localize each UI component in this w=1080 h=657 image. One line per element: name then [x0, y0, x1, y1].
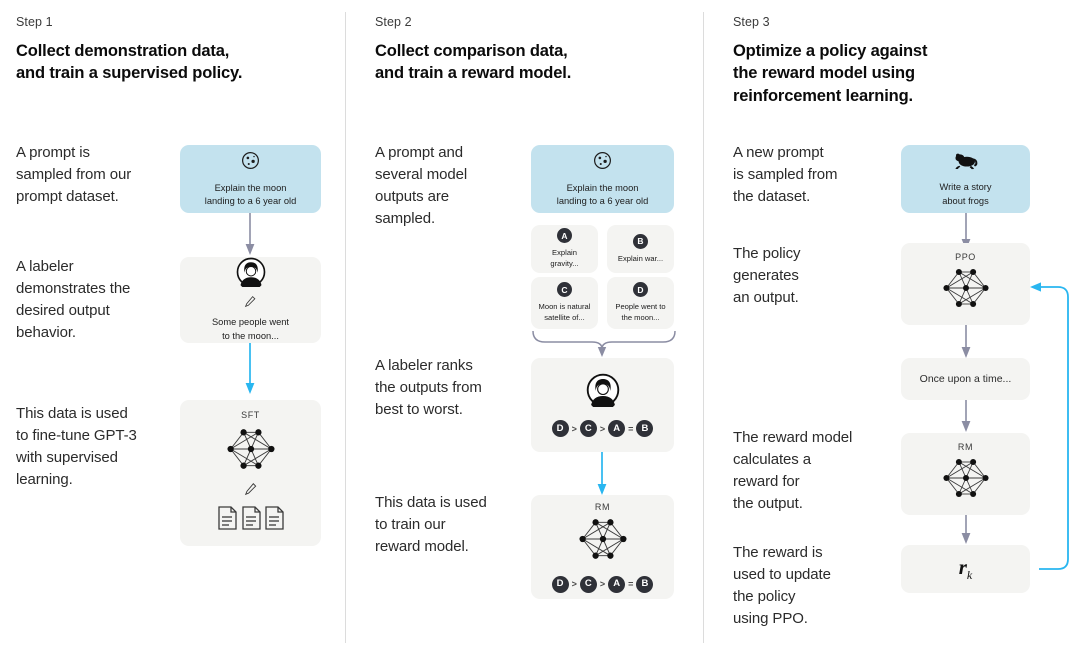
rank-badge-1: D — [551, 420, 569, 437]
rank-badge-2: C — [579, 420, 597, 437]
step-1-arrow-1 — [243, 213, 257, 261]
step-1-sft-title: SFT — [241, 410, 260, 420]
rank-badge-3: A — [608, 420, 626, 437]
neural-net-icon — [575, 514, 631, 569]
step-1-arrow-2 — [243, 343, 257, 400]
step-3-rm-card[interactable]: RM — [901, 433, 1030, 515]
step-2-output-caption-d: People went to the moon... — [615, 302, 666, 322]
step-1-column: Step 1 Collect demonstration data, and t… — [0, 0, 345, 657]
step-2-output-card-d[interactable]: D People went to the moon... — [607, 277, 674, 329]
step-2-prompt-card[interactable]: Explain the moon landing to a 6 year old — [531, 145, 674, 213]
step-2-output-card-b[interactable]: B Explain war... — [607, 225, 674, 273]
neural-net-icon — [939, 264, 993, 317]
step-2-title: Collect comparison data, and train a rew… — [375, 42, 572, 83]
step-2-ranking-card[interactable]: D > C > A = B — [531, 358, 674, 452]
rm-rank-badge-3: A — [608, 575, 626, 593]
person-icon — [586, 373, 620, 412]
step-1-labeler-caption: Some people went to the moon... — [211, 317, 289, 341]
step-2-label: Step 2 — [375, 15, 412, 29]
step-1-title: Collect demonstration data, and train a … — [16, 42, 243, 83]
frog-icon — [953, 150, 979, 175]
step-3-arrow-2 — [959, 325, 973, 364]
step-1-labeler-card[interactable]: Some people went to the moon... — [180, 257, 321, 343]
step-3-ppo-card[interactable]: PPO — [901, 243, 1030, 325]
rm-rank-op-2: > — [599, 579, 606, 589]
option-badge-b: B — [633, 233, 648, 249]
rank-op-2: > — [599, 423, 606, 434]
step-2-rm-card[interactable]: RM — [531, 495, 674, 599]
person-icon — [236, 257, 266, 292]
rm-rank-badge-2: C — [579, 575, 597, 593]
reward-formula: rk — [959, 555, 973, 583]
step-3-prompt-caption: Write a story about frogs — [939, 182, 992, 206]
step-2-merge-arrow — [529, 330, 679, 363]
pencil-icon — [244, 295, 257, 313]
neural-net-icon — [939, 454, 993, 507]
step-3-title: Optimize a policy against the reward mod… — [733, 42, 928, 105]
step-2-text-1: A prompt and several model outputs are s… — [375, 144, 468, 228]
step-1-prompt-card[interactable]: Explain the moon landing to a 6 year old — [180, 145, 321, 213]
step-2-output-caption-b: Explain war... — [617, 253, 664, 263]
step-3-feedback-loop-arrow — [1024, 275, 1080, 580]
step-2-rm-title: RM — [594, 501, 611, 512]
step-2-prompt-caption: Explain the moon landing to a 6 year old — [556, 182, 649, 206]
option-badge-c: C — [557, 282, 572, 298]
step-1-text-2: A labeler demonstrates the desired outpu… — [16, 258, 131, 342]
step-2-output-caption-a: Explain gravity... — [550, 248, 579, 268]
step-1-label: Step 1 — [16, 15, 53, 29]
step-3-column: Step 3 Optimize a policy against the rew… — [704, 0, 1080, 657]
rm-rank-op-1: > — [571, 579, 577, 589]
step-3-text-1: A new prompt is sampled from the dataset… — [733, 144, 838, 206]
step-1-text-1: A prompt is sampled from our prompt data… — [16, 144, 132, 206]
step-3-output-text: Once upon a time... — [919, 373, 1012, 385]
rm-rank-op-3: = — [628, 579, 634, 589]
option-badge-d: D — [633, 282, 648, 298]
step-1-prompt-caption: Explain the moon landing to a 6 year old — [204, 182, 297, 206]
step-3-label: Step 3 — [733, 15, 770, 29]
step-3-text-3: The reward model calculates a reward for… — [733, 429, 853, 513]
step-2-text-3: This data is used to train our reward mo… — [375, 494, 487, 556]
step-1-sft-card[interactable]: SFT — [180, 400, 321, 546]
reward-symbol: r — [958, 554, 967, 579]
step-2-output-caption-c: Moon is natural satellite of... — [538, 302, 591, 322]
step-3-arrow-4 — [959, 515, 973, 550]
step-1-text-3: This data is used to fine-tune GPT-3 wit… — [16, 405, 137, 489]
step-3-output-card[interactable]: Once upon a time... — [901, 358, 1030, 400]
documents-icon — [216, 505, 286, 536]
step-2-output-card-a[interactable]: A Explain gravity... — [531, 225, 598, 273]
pencil-icon — [244, 482, 258, 501]
neural-net-icon — [223, 424, 279, 479]
rm-rank-badge-4: B — [636, 575, 654, 593]
step-3-text-4: The reward is used to update the policy … — [733, 544, 831, 628]
step-3-ppo-title: PPO — [955, 251, 976, 262]
moon-icon — [592, 150, 613, 176]
step-2-output-card-c[interactable]: C Moon is natural satellite of... — [531, 277, 598, 329]
step-3-prompt-card[interactable]: Write a story about frogs — [901, 145, 1030, 213]
rm-rank-badge-1: D — [551, 575, 569, 593]
column-divider-1 — [345, 12, 346, 643]
rank-op-1: > — [571, 423, 577, 434]
step-2-arrow-2 — [595, 452, 609, 501]
step-2-column: Step 2 Collect comparison data, and trai… — [346, 0, 703, 657]
reward-subscript: k — [966, 568, 973, 583]
rank-badge-4: B — [636, 420, 654, 437]
step-3-reward-card[interactable]: rk — [901, 545, 1030, 593]
step-3-rm-title: RM — [957, 441, 974, 452]
step-3-text-2: The policy generates an output. — [733, 245, 801, 307]
option-badge-a: A — [557, 228, 572, 244]
step-2-ranking-row: D > C > A = B — [551, 420, 654, 437]
moon-icon — [240, 150, 261, 176]
column-divider-2 — [703, 12, 704, 643]
step-3-arrow-3 — [959, 400, 973, 438]
step-2-text-2: A labeler ranks the outputs from best to… — [375, 357, 482, 419]
step-2-rm-ranking-row: D > C > A = B — [551, 575, 654, 593]
rank-op-3: = — [628, 423, 634, 434]
